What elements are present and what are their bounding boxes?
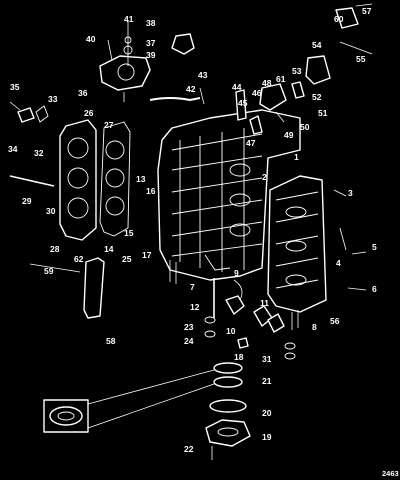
callout-label: 38 <box>146 18 156 28</box>
callout-label: 21 <box>262 376 272 386</box>
callout-label: 32 <box>34 148 44 158</box>
callout-label: 39 <box>146 50 156 60</box>
callout-label: 52 <box>312 92 322 102</box>
callout-label: 8 <box>312 322 317 332</box>
callout-label: 24 <box>184 336 194 346</box>
callout-label: 34 <box>8 144 18 154</box>
callout-label: 2 <box>262 172 267 182</box>
callout-label: 33 <box>48 94 58 104</box>
callout-label: 1 <box>294 152 299 162</box>
callout-label: 41 <box>124 14 134 24</box>
callout-label: 61 <box>276 74 286 84</box>
callout-label: 18 <box>234 352 244 362</box>
callout-label: 57 <box>362 6 372 16</box>
cylinder-head <box>59 119 97 241</box>
callout-label: 7 <box>190 282 195 292</box>
callout-label: 51 <box>318 108 328 118</box>
figure-reference-number: 2463 <box>382 469 399 478</box>
callout-labels: 1234567891011121314151617181920212223242… <box>8 6 377 454</box>
callout-label: 53 <box>292 66 302 76</box>
callout-label: 31 <box>262 354 272 364</box>
callout-label: 30 <box>46 206 56 216</box>
callout-label: 4 <box>336 258 341 268</box>
callout-label: 42 <box>186 84 196 94</box>
callout-label: 9 <box>234 268 239 278</box>
callout-label: 19 <box>262 432 272 442</box>
callout-label: 27 <box>104 120 114 130</box>
callout-label: 46 <box>252 88 262 98</box>
callout-label: 28 <box>50 244 60 254</box>
callout-label: 48 <box>262 78 272 88</box>
callout-label: 26 <box>84 108 94 118</box>
callout-label: 10 <box>226 326 236 336</box>
callout-label: 40 <box>86 34 96 44</box>
callout-label: 12 <box>190 302 200 312</box>
misc-parts <box>9 3 373 360</box>
callout-label: 43 <box>198 70 208 80</box>
callout-label: 55 <box>356 54 366 64</box>
callout-label: 49 <box>284 130 294 140</box>
callout-label: 37 <box>146 38 156 48</box>
callout-label: 11 <box>260 298 269 308</box>
callout-label: 14 <box>104 244 114 254</box>
callout-label: 58 <box>106 336 116 346</box>
callout-label: 62 <box>74 254 84 264</box>
callout-label: 3 <box>348 188 353 198</box>
callout-label: 15 <box>124 228 134 238</box>
callout-label: 45 <box>238 98 248 108</box>
callout-label: 20 <box>262 408 272 418</box>
thermostat-cover <box>99 20 151 102</box>
callout-label: 50 <box>300 122 310 132</box>
callout-label: 23 <box>184 322 194 332</box>
callout-label: 36 <box>78 88 88 98</box>
callout-label: 25 <box>122 254 132 264</box>
callout-label: 59 <box>44 266 54 276</box>
callout-label: 17 <box>142 250 152 260</box>
callout-label: 16 <box>146 186 156 196</box>
callout-label: 13 <box>136 174 146 184</box>
callout-label: 44 <box>232 82 242 92</box>
callout-label: 22 <box>184 444 194 454</box>
callout-label: 60 <box>334 14 344 24</box>
crankcase-cover <box>267 175 327 313</box>
callout-label: 54 <box>312 40 322 50</box>
head-gasket <box>99 121 131 237</box>
callout-label: 56 <box>330 316 340 326</box>
cylinder-block <box>157 109 301 281</box>
callout-label: 6 <box>372 284 377 294</box>
callout-label: 29 <box>22 196 32 206</box>
callout-label: 47 <box>246 138 256 148</box>
callout-label: 5 <box>372 242 377 252</box>
seal-assembly <box>43 362 251 460</box>
callout-label: 35 <box>10 82 20 92</box>
